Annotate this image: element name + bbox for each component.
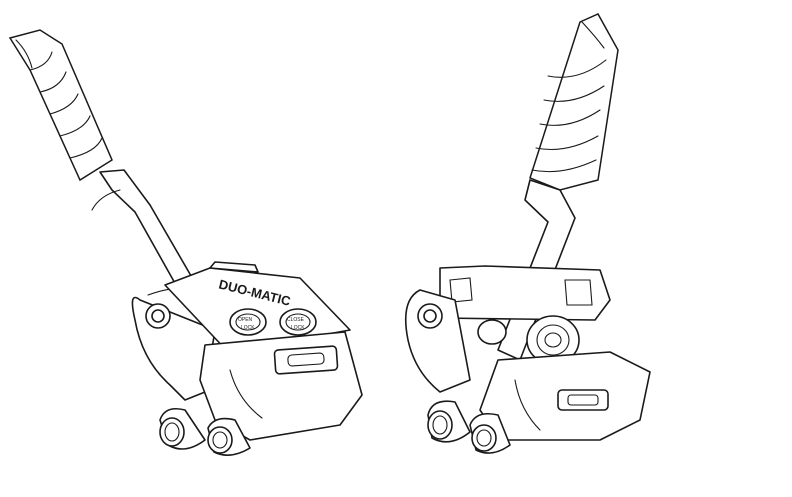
left-top-plate: DUO-MATIC OPEN LOCK CLOSE LOCK (164, 261, 351, 353)
right-front-cover (479, 351, 651, 441)
left-dial-open-sub: LOCK (241, 325, 255, 331)
left-couplings (159, 407, 251, 456)
left-coupler: DUO-MATIC OPEN LOCK CLOSE LOCK (8, 29, 363, 456)
right-handle-grip (529, 13, 619, 191)
left-front-block (199, 331, 363, 441)
right-housing-frame (404, 265, 611, 393)
left-dial-open: OPEN LOCK (229, 308, 267, 336)
right-valve-body (477, 315, 580, 365)
right-coupler (404, 13, 651, 454)
right-couplings (427, 400, 511, 454)
left-dial-close: CLOSE LOCK (279, 308, 317, 336)
left-dial-close-label: CLOSE (287, 317, 305, 323)
left-dial-close-sub: LOCK (291, 325, 305, 331)
left-body-rear (131, 286, 216, 401)
left-handle-grip (8, 29, 113, 182)
left-dial-open-label: OPEN (238, 317, 253, 323)
